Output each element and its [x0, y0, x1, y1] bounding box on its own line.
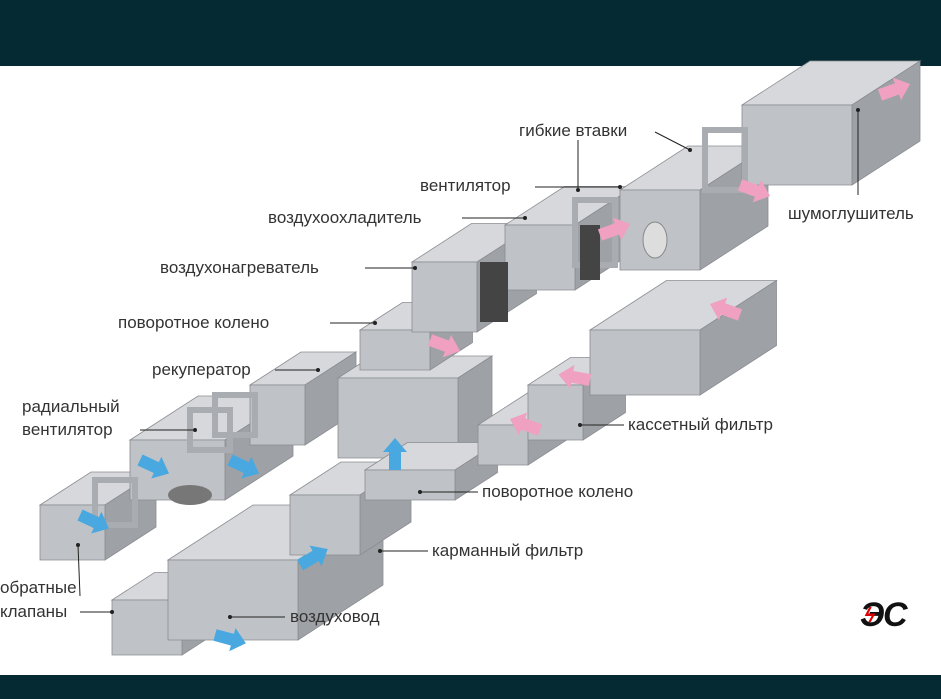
supply-air-arrow — [227, 454, 260, 479]
exhaust-air-arrow — [877, 77, 911, 101]
leader-dot — [316, 368, 320, 372]
leader-dot — [523, 216, 527, 220]
label-fan: вентилятор — [420, 176, 511, 195]
header-bar — [0, 0, 941, 66]
label-elbow-top: поворотное колено — [118, 313, 270, 332]
label-recuperator: рекуператор — [152, 360, 251, 379]
exhaust-air-arrow — [427, 334, 461, 358]
label-check-valves-1: обратные — [0, 578, 77, 597]
leader-dot — [110, 610, 114, 614]
leader-dot — [378, 549, 382, 553]
label-cassette-filter: кассетный фильтр — [628, 415, 773, 434]
exhaust-air-arrow — [597, 217, 631, 241]
label-pocket-filter: карманный фильтр — [432, 541, 584, 560]
supply-air-arrow — [137, 454, 170, 479]
leader-dot — [618, 185, 622, 189]
supply-air-arrow — [383, 438, 407, 470]
supply-air-arrow — [213, 628, 246, 652]
label-silencer: шумоглушитель — [788, 204, 914, 223]
leader-dot — [413, 266, 417, 270]
supply-air-arrow — [77, 509, 110, 534]
exhaust-air-arrow — [737, 179, 771, 203]
leader-dot — [576, 188, 580, 192]
leader-line — [77, 544, 81, 597]
label-elbow-bottom: поворотное колено — [482, 482, 634, 501]
exhaust-air-arrow — [509, 412, 543, 436]
label-check-valves-2: клапаны — [0, 602, 68, 621]
leader-dot — [76, 543, 80, 547]
supply-duct — [588, 279, 778, 396]
leader-dot — [193, 428, 197, 432]
leader-dot — [578, 423, 582, 427]
flexible-insert — [212, 392, 258, 438]
cooler-coil — [580, 225, 600, 280]
leader-dot — [856, 108, 860, 112]
flexible-insert — [702, 127, 748, 193]
exhaust-air-arrow — [558, 365, 592, 389]
leader-dot — [688, 148, 692, 152]
label-radial-fan-1: радиальный — [22, 397, 120, 416]
leader-dot — [228, 615, 232, 619]
supply-air-arrow — [297, 545, 328, 571]
label-air-cooler: воздухоохладитель — [268, 208, 422, 227]
footer-bar — [0, 675, 941, 699]
label-radial-fan-2: вентилятор — [22, 420, 113, 439]
label-air-heater: воздухонагреватель — [160, 258, 319, 277]
heater-coil — [480, 262, 508, 322]
impeller-icon — [168, 485, 212, 505]
leader-dot — [418, 490, 422, 494]
flexible-insert — [92, 477, 138, 528]
leader-line — [654, 131, 691, 151]
exhaust-air-arrow — [709, 297, 743, 321]
leader-dot — [373, 321, 377, 325]
label-flex-inserts: гибкие втавки — [519, 121, 628, 140]
impeller-icon — [642, 221, 668, 259]
label-air-duct: воздуховод — [290, 607, 380, 626]
silencer — [740, 60, 922, 186]
